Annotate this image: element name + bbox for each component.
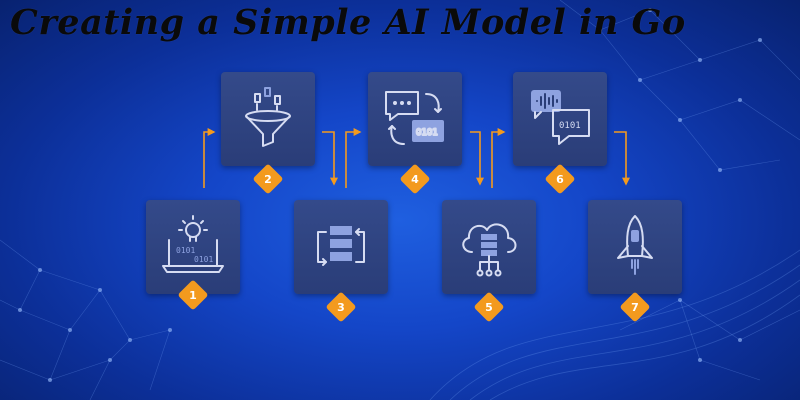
step-1-card: 0101 0101 1: [146, 200, 240, 311]
data-cycle-stack-icon: [317, 226, 365, 266]
page-title: Creating a Simple AI Model in Go: [10, 2, 686, 43]
step-number-badge: 5: [473, 291, 505, 323]
step-number: 3: [337, 300, 345, 314]
svg-text:0101: 0101: [194, 255, 213, 264]
step-number: 2: [264, 172, 272, 186]
step-number: 4: [411, 172, 419, 186]
svg-text:0101: 0101: [559, 121, 581, 131]
step-number-badge: 6: [544, 163, 576, 195]
svg-text:0101: 0101: [176, 246, 195, 255]
step-number: 7: [631, 300, 639, 314]
voice-binary-chat-icon: 0101: [531, 90, 590, 145]
laptop-idea-binary-icon: 0101 0101: [162, 215, 224, 273]
chat-binary-exchange-icon: 0101: [385, 91, 444, 145]
step-number-badge: 1: [177, 279, 209, 311]
step-3-card: 3: [294, 200, 388, 323]
step-5-card: 5: [442, 200, 536, 323]
step-number-badge: 4: [399, 163, 431, 195]
step-number: 1: [189, 288, 197, 302]
rocket-launch-icon: [617, 215, 653, 275]
step-2-card: 2: [221, 72, 315, 195]
step-number: 5: [485, 300, 493, 314]
step-number-badge: 7: [619, 291, 651, 323]
cloud-server-icon: [462, 223, 517, 277]
step-6-card: 0101 6: [513, 72, 607, 195]
step-number-badge: 3: [325, 291, 357, 323]
step-number-badge: 2: [252, 163, 284, 195]
step-number: 6: [556, 172, 564, 186]
step-4-card: 0101 4: [368, 72, 462, 195]
step-7-card: 7: [588, 200, 682, 323]
svg-text:0101: 0101: [416, 128, 438, 138]
data-funnel-icon: [245, 87, 291, 147]
